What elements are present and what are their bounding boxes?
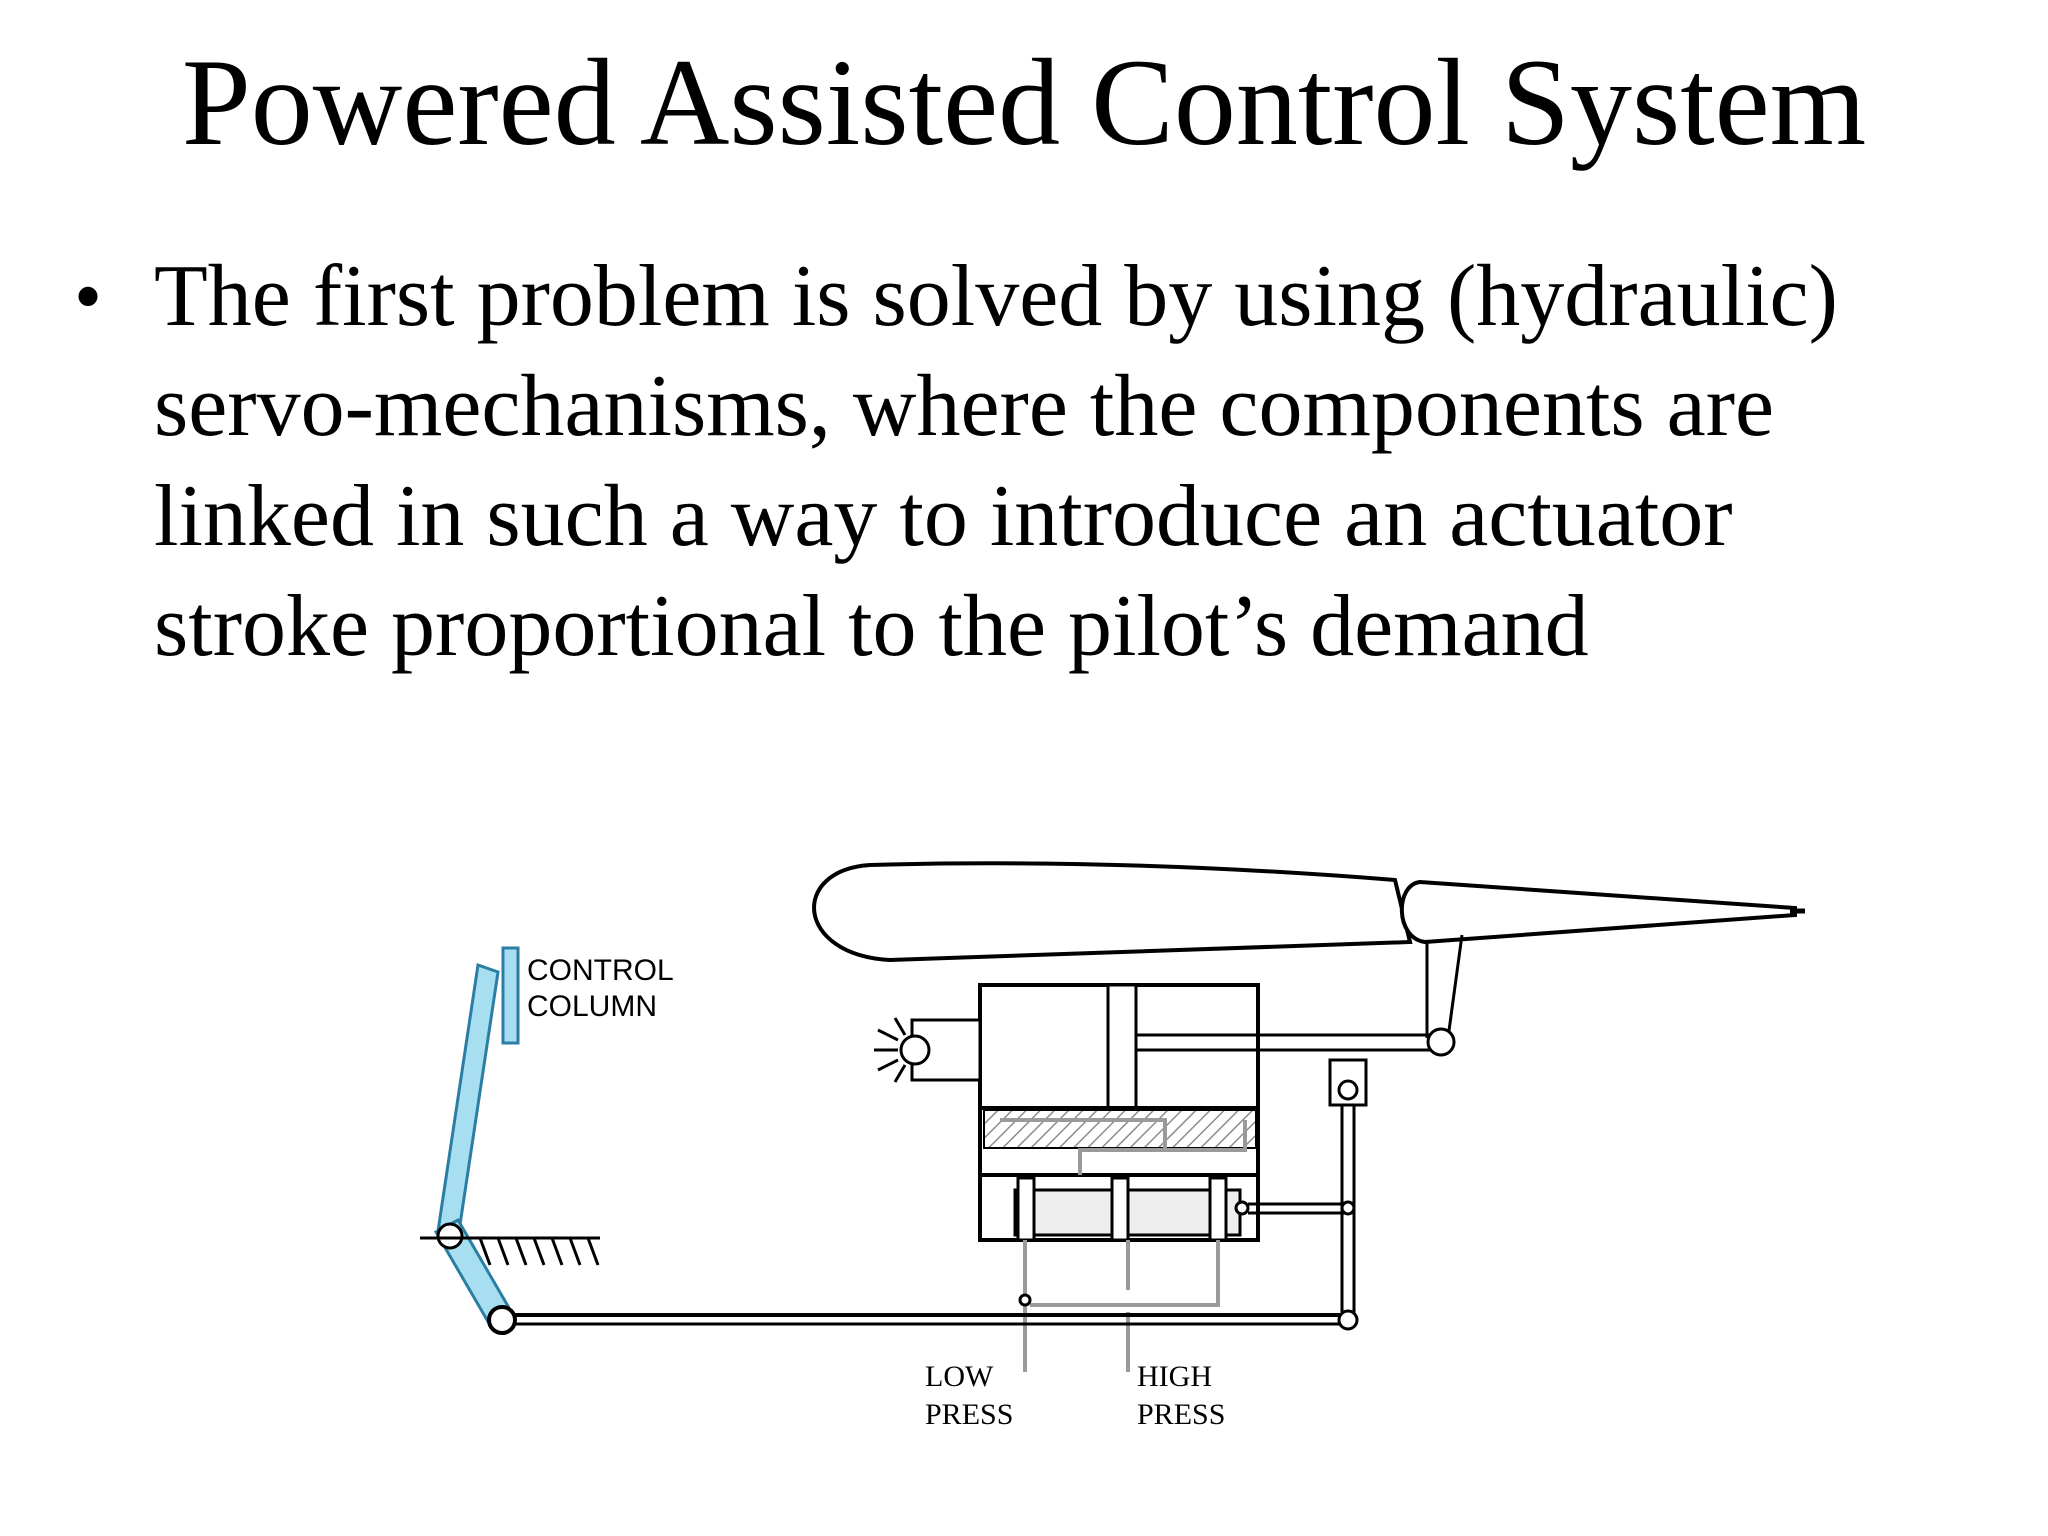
bullet-dot-icon: • xyxy=(74,253,103,341)
control-column-pivot xyxy=(436,1222,464,1250)
feedback-mid-pivot xyxy=(1340,1200,1356,1216)
actuator-cylinder xyxy=(978,983,1260,1242)
actuator-piston xyxy=(1106,983,1138,1110)
input-rod-end-pivot xyxy=(1337,1309,1359,1331)
control-column-lower-arm xyxy=(433,1217,515,1328)
control-column-lever xyxy=(436,962,500,1241)
valve-housing-hatch xyxy=(983,1109,1257,1149)
control-column-grip xyxy=(501,946,520,1045)
mount-lug xyxy=(910,1018,982,1082)
mount-pivot xyxy=(899,1034,931,1066)
spool-land-left xyxy=(1016,1176,1036,1242)
bullet-line-1: The first problem is solved by using (hy… xyxy=(154,248,1838,345)
spool-land-mid xyxy=(1110,1176,1130,1242)
spool-land-right xyxy=(1208,1176,1228,1242)
bullet-line-4: stroke proportional to the pilot’s deman… xyxy=(154,578,1589,675)
control-column-label-1: CONTROL xyxy=(527,954,674,987)
bullet-line-3: linked in such a way to introduce an act… xyxy=(154,468,1733,565)
bullet-item: • The first problem is solved by using (… xyxy=(62,242,2022,682)
high-press-label-2: PRESS xyxy=(1137,1398,1225,1431)
low-press-label-1: LOW xyxy=(925,1360,994,1393)
low-press-junction xyxy=(1018,1293,1032,1307)
control-horn-pivot xyxy=(1426,1027,1456,1057)
bullet-list: • The first problem is solved by using (… xyxy=(62,242,2022,682)
spool-valve xyxy=(1013,1188,1242,1237)
high-press-label-1: HIGH xyxy=(1137,1360,1212,1393)
bullet-line-2: servo-mechanisms, where the components a… xyxy=(154,358,1775,455)
spool-rod-pin xyxy=(1234,1200,1250,1216)
pipe-right xyxy=(1030,1240,1220,1307)
control-column-label-2: COLUMN xyxy=(527,990,657,1023)
control-horn-right xyxy=(1446,934,1464,1039)
slide-title: Powered Assisted Control System xyxy=(181,34,1867,171)
feedback-bracket xyxy=(1328,1058,1368,1107)
control-surface xyxy=(1399,879,1797,945)
low-press-label-2: PRESS xyxy=(925,1398,1013,1431)
internal-port-right xyxy=(1078,1120,1247,1175)
wing-airfoil xyxy=(812,861,1413,963)
control-column-rod-pivot xyxy=(487,1305,517,1335)
feedback-top-pivot xyxy=(1337,1079,1359,1101)
internal-port-left xyxy=(1000,1118,1167,1148)
